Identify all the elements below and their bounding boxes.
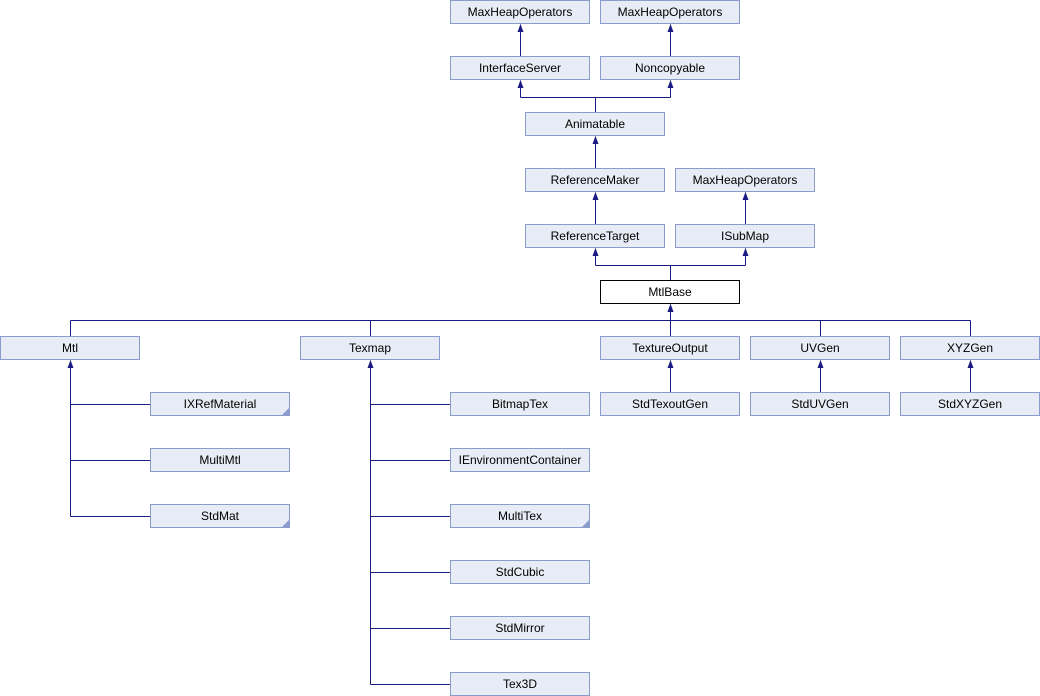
folded-corner-icon — [282, 520, 289, 527]
arrowhead-icon — [667, 80, 674, 88]
class-node-mtl[interactable]: Mtl — [0, 336, 140, 360]
class-node-label: StdTexoutGen — [631, 397, 709, 411]
class-node-label: MultiMtl — [199, 453, 241, 467]
class-node-label: Mtl — [62, 341, 78, 355]
class-node-stdcubic[interactable]: StdCubic — [450, 560, 590, 584]
class-node-textureoutput[interactable]: TextureOutput — [600, 336, 740, 360]
class-node-label: InterfaceServer — [478, 61, 562, 75]
arrowhead-icon — [817, 360, 824, 368]
class-node-stdmat[interactable]: StdMat — [150, 504, 290, 528]
class-node-stduvgen[interactable]: StdUVGen — [750, 392, 890, 416]
arrowhead-icon — [667, 304, 674, 312]
class-node-uvgen[interactable]: UVGen — [750, 336, 890, 360]
class-node-label: Tex3D — [502, 677, 537, 691]
arrowhead-icon — [592, 192, 599, 200]
class-node-maxheapoperators[interactable]: MaxHeapOperators — [450, 0, 590, 24]
class-node-multimtl[interactable]: MultiMtl — [150, 448, 290, 472]
arrowhead-icon — [967, 360, 974, 368]
folded-corner-icon — [582, 520, 589, 527]
class-node-label: IEnvironmentContainer — [458, 453, 582, 467]
class-node-label: MtlBase — [648, 285, 692, 299]
class-node-xyzgen[interactable]: XYZGen — [900, 336, 1040, 360]
class-node-label: StdCubic — [495, 565, 545, 579]
arrowhead-icon — [367, 360, 374, 368]
class-node-maxheapoperators[interactable]: MaxHeapOperators — [600, 0, 740, 24]
class-node-label: StdMat — [200, 509, 239, 523]
class-node-ixrefmaterial[interactable]: IXRefMaterial — [150, 392, 290, 416]
class-node-tex3d[interactable]: Tex3D — [450, 672, 590, 696]
class-node-label: IXRefMaterial — [183, 397, 257, 411]
arrowhead-icon — [592, 136, 599, 144]
class-node-label: Noncopyable — [634, 61, 706, 75]
class-node-animatable[interactable]: Animatable — [525, 112, 665, 136]
class-node-label: Animatable — [564, 117, 626, 131]
arrowhead-icon — [667, 360, 674, 368]
arrowhead-icon — [517, 24, 524, 32]
class-node-maxheapoperators[interactable]: MaxHeapOperators — [675, 168, 815, 192]
class-node-label: MaxHeapOperators — [617, 5, 723, 19]
class-node-label: Texmap — [348, 341, 392, 355]
class-node-stdmirror[interactable]: StdMirror — [450, 616, 590, 640]
class-node-stdxyzgen[interactable]: StdXYZGen — [900, 392, 1040, 416]
arrowhead-icon — [517, 80, 524, 88]
class-node-multitex[interactable]: MultiTex — [450, 504, 590, 528]
class-node-label: StdXYZGen — [937, 397, 1003, 411]
arrowhead-icon — [592, 248, 599, 256]
class-node-stdtexoutgen[interactable]: StdTexoutGen — [600, 392, 740, 416]
class-node-bitmaptex[interactable]: BitmapTex — [450, 392, 590, 416]
class-node-mtlbase: MtlBase — [600, 280, 740, 304]
arrowhead-icon — [742, 192, 749, 200]
class-node-label: MaxHeapOperators — [692, 173, 798, 187]
class-node-interfaceserver[interactable]: InterfaceServer — [450, 56, 590, 80]
arrowhead-icon — [742, 248, 749, 256]
class-node-label: StdMirror — [495, 621, 545, 635]
class-node-label: ReferenceTarget — [550, 229, 640, 243]
class-node-label: XYZGen — [946, 341, 994, 355]
folded-corner-icon — [282, 408, 289, 415]
class-node-label: UVGen — [800, 341, 840, 355]
class-node-label: MaxHeapOperators — [467, 5, 573, 19]
class-node-isubmap[interactable]: ISubMap — [675, 224, 815, 248]
class-node-noncopyable[interactable]: Noncopyable — [600, 56, 740, 80]
arrowhead-icon — [667, 24, 674, 32]
arrowhead-icon — [67, 360, 74, 368]
class-node-label: ISubMap — [720, 229, 770, 243]
class-node-referencetarget[interactable]: ReferenceTarget — [525, 224, 665, 248]
class-node-label: BitmapTex — [491, 397, 549, 411]
class-node-label: MultiTex — [497, 509, 542, 523]
class-node-label: ReferenceMaker — [550, 173, 640, 187]
class-node-label: TextureOutput — [632, 341, 708, 355]
class-node-texmap[interactable]: Texmap — [300, 336, 440, 360]
class-node-referencemaker[interactable]: ReferenceMaker — [525, 168, 665, 192]
class-node-label: StdUVGen — [791, 397, 849, 411]
class-node-ienvironmentcontainer[interactable]: IEnvironmentContainer — [450, 448, 590, 472]
